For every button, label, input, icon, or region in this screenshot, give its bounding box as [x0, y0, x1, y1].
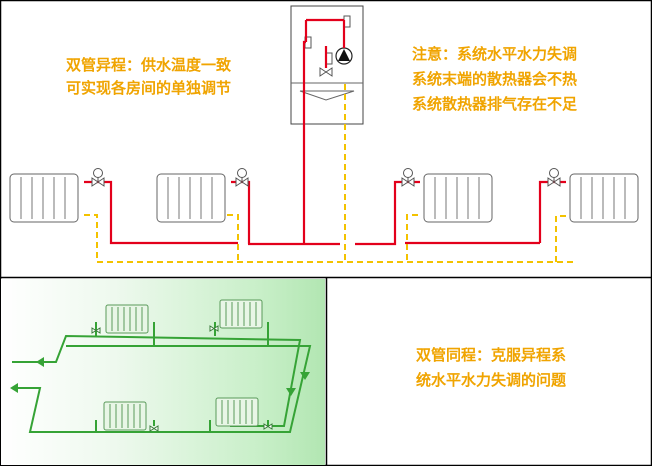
caption-right-line-1: 注意：系统水平水力失调: [412, 45, 578, 63]
radiator-2: [156, 173, 226, 223]
thermostatic-valve-icon: [91, 168, 105, 187]
thermostatic-valve-icon: [547, 168, 561, 187]
green-pipes: [12, 322, 312, 433]
radiator-upper-right: [219, 299, 263, 329]
radiator-1: [9, 173, 79, 223]
flow-arrow-down-icon: [286, 388, 296, 396]
radiator-4: [569, 173, 639, 223]
caption-right: 注意：系统水平水力失调 系统末端的散热器会不热 系统散热器排气存在不足: [412, 42, 577, 117]
caption-left-line-1: 双管异程：供水温度一致: [66, 56, 232, 74]
flow-arrow-down-icon: [300, 372, 310, 380]
caption-bottom-right-line-2: 统水平水力失调的问题: [416, 371, 567, 389]
radiator-lower-right: [215, 397, 259, 427]
radiator-upper-left: [105, 304, 149, 334]
radiator-3: [423, 173, 493, 223]
caption-bottom-right-line-1: 双管同程：克服异程系: [416, 346, 567, 364]
caption-right-line-2: 系统末端的散热器会不热: [412, 70, 578, 88]
radiator-lower-left: [103, 401, 147, 431]
caption-left: 双管异程：供水温度一致 可实现各房间的单独调节: [66, 54, 231, 100]
caption-left-line-2: 可实现各房间的单独调节: [66, 79, 232, 97]
flow-arrow-in-icon: [36, 357, 44, 367]
thermostatic-valve-icon: [235, 168, 249, 187]
green-background: [1, 279, 325, 465]
thermostatic-valve-icon: [401, 168, 415, 187]
flow-arrow-out-icon: [10, 383, 18, 393]
return-pipes: [84, 84, 575, 263]
caption-bottom-right: 双管同程：克服异程系 统水平水力失调的问题: [416, 343, 566, 393]
caption-right-line-3: 系统散热器排气存在不足: [412, 95, 578, 113]
green-valve-icon: [91, 325, 273, 432]
pump-icon: [335, 47, 353, 65]
